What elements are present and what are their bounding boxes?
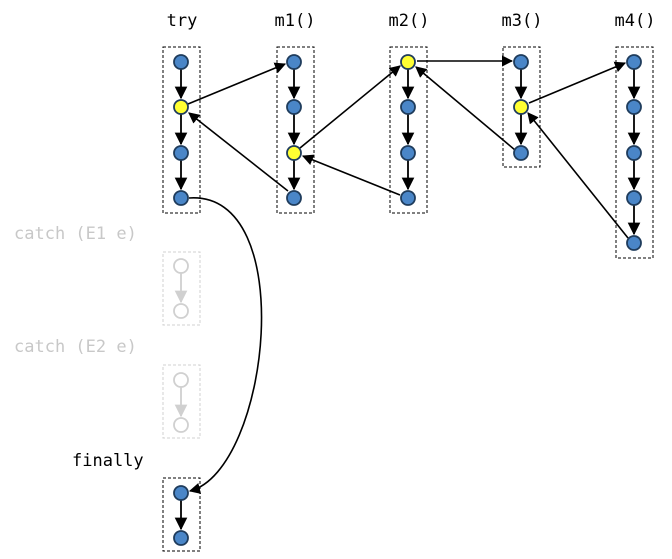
call-m1-to-m2 — [299, 65, 401, 149]
return-m2-to-m1 — [301, 154, 401, 196]
node-m1-4 — [286, 190, 302, 206]
node-m2-4 — [400, 190, 416, 206]
return-m1-to-try — [188, 112, 289, 192]
return-m3-to-m2 — [415, 66, 516, 151]
jump-try-to-finally — [188, 197, 263, 494]
node-catch2-2 — [173, 417, 189, 433]
node-m3-3 — [513, 145, 529, 161]
node-m4-4 — [626, 190, 642, 206]
node-m1-2 — [286, 99, 302, 115]
node-m2-3 — [400, 145, 416, 161]
node-m3-1 — [513, 54, 529, 70]
m4-box — [615, 46, 654, 259]
m1-box — [276, 46, 315, 214]
node-m1-3-highlight — [286, 145, 302, 161]
label-catch-e2: catch (E2 e) — [14, 337, 137, 357]
label-m3: m3() — [502, 11, 543, 31]
label-m1: m1() — [275, 11, 316, 31]
label-finally: finally — [72, 451, 144, 471]
vertical-edges — [174, 69, 641, 531]
node-m1-1 — [286, 54, 302, 70]
node-try-3 — [173, 145, 189, 161]
return-m4-to-m3 — [527, 112, 629, 239]
node-m2-1-highlight — [400, 54, 416, 70]
node-try-1 — [173, 54, 189, 70]
call-try-to-m1 — [187, 62, 287, 105]
call-return-edges — [187, 55, 629, 494]
label-try: try — [167, 11, 198, 31]
catch-nodes — [173, 258, 189, 433]
node-m3-2-highlight — [513, 99, 529, 115]
nodes — [173, 54, 642, 546]
node-finally-2 — [173, 530, 189, 546]
node-catch1-1 — [173, 258, 189, 274]
node-m4-3 — [626, 145, 642, 161]
node-m2-2 — [400, 99, 416, 115]
try-box — [162, 46, 201, 214]
m3-box — [502, 46, 541, 168]
label-m2: m2() — [389, 11, 430, 31]
node-m4-1 — [626, 54, 642, 70]
m2-box — [389, 46, 428, 214]
node-try-2-highlight — [173, 99, 189, 115]
node-try-4 — [173, 190, 189, 206]
node-finally-1 — [173, 485, 189, 501]
node-m4-2 — [626, 99, 642, 115]
call-m3-to-m4 — [528, 61, 627, 104]
label-m4: m4() — [615, 11, 656, 31]
node-catch1-2 — [173, 303, 189, 319]
node-catch2-1 — [173, 372, 189, 388]
node-m4-5 — [626, 235, 642, 251]
label-catch-e1: catch (E1 e) — [14, 224, 137, 244]
